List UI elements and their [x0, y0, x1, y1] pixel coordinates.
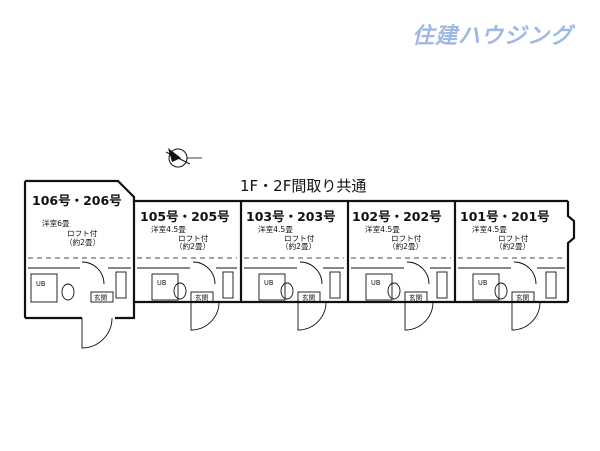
unit-105: 105号・205号 洋室4.5畳 ロフト付 （約2畳） UB 玄関 [137, 209, 237, 331]
svg-text:ロフト付: ロフト付 [498, 233, 529, 243]
building-outline [23, 179, 576, 320]
compass-north-icon [165, 148, 202, 168]
svg-text:洋室4.5畳: 洋室4.5畳 [472, 224, 507, 234]
svg-text:（約2畳）: （約2畳） [175, 241, 210, 251]
unit-102: 102号・202号 洋室4.5畳 ロフト付 （約2畳） UB 玄関 [351, 209, 451, 331]
svg-text:101号・201号: 101号・201号 [460, 209, 550, 224]
svg-text:103号・203号: 103号・203号 [246, 209, 336, 224]
svg-text:UB: UB [157, 279, 167, 287]
svg-text:（約2畳）: （約2畳） [388, 241, 423, 251]
svg-text:玄関: 玄関 [409, 293, 423, 302]
unit-106: 106号・206号 洋室6畳 ロフト付 （約2畳） UB 玄関 [28, 193, 131, 349]
svg-text:ロフト付: ロフト付 [391, 233, 422, 243]
svg-text:105号・205号: 105号・205号 [140, 209, 230, 224]
svg-text:UB: UB [371, 279, 381, 287]
svg-text:玄関: 玄関 [195, 293, 209, 302]
svg-text:（約2畳）: （約2畳） [495, 241, 530, 251]
svg-text:洋室4.5畳: 洋室4.5畳 [151, 224, 186, 234]
unit-103: 103号・203号 洋室4.5畳 ロフト付 （約2畳） UB 玄関 [244, 209, 344, 331]
svg-text:106号・206号: 106号・206号 [32, 193, 122, 208]
svg-text:ロフト付: ロフト付 [284, 233, 315, 243]
svg-text:ロフト付: ロフト付 [67, 228, 98, 238]
company-logo: 住建ハウジング [412, 23, 576, 49]
svg-text:玄関: 玄関 [302, 293, 316, 302]
svg-text:玄関: 玄関 [94, 293, 108, 302]
svg-text:（約2畳）: （約2畳） [281, 241, 316, 251]
svg-text:102号・202号: 102号・202号 [352, 209, 442, 224]
svg-text:ロフト付: ロフト付 [178, 233, 209, 243]
svg-text:UB: UB [264, 279, 274, 287]
svg-text:洋室6畳: 洋室6畳 [42, 218, 70, 228]
svg-text:UB: UB [36, 280, 46, 288]
svg-text:UB: UB [478, 279, 488, 287]
svg-text:玄関: 玄関 [516, 293, 530, 302]
svg-text:洋室4.5畳: 洋室4.5畳 [365, 224, 400, 234]
svg-text:（約2畳）: （約2畳） [65, 237, 100, 247]
unit-101: 101号・201号 洋室4.5畳 ロフト付 （約2畳） UB 玄関 [458, 209, 565, 331]
svg-text:洋室4.5畳: 洋室4.5畳 [258, 224, 293, 234]
floor-label: 1F・2F間取り共通 [240, 177, 366, 195]
